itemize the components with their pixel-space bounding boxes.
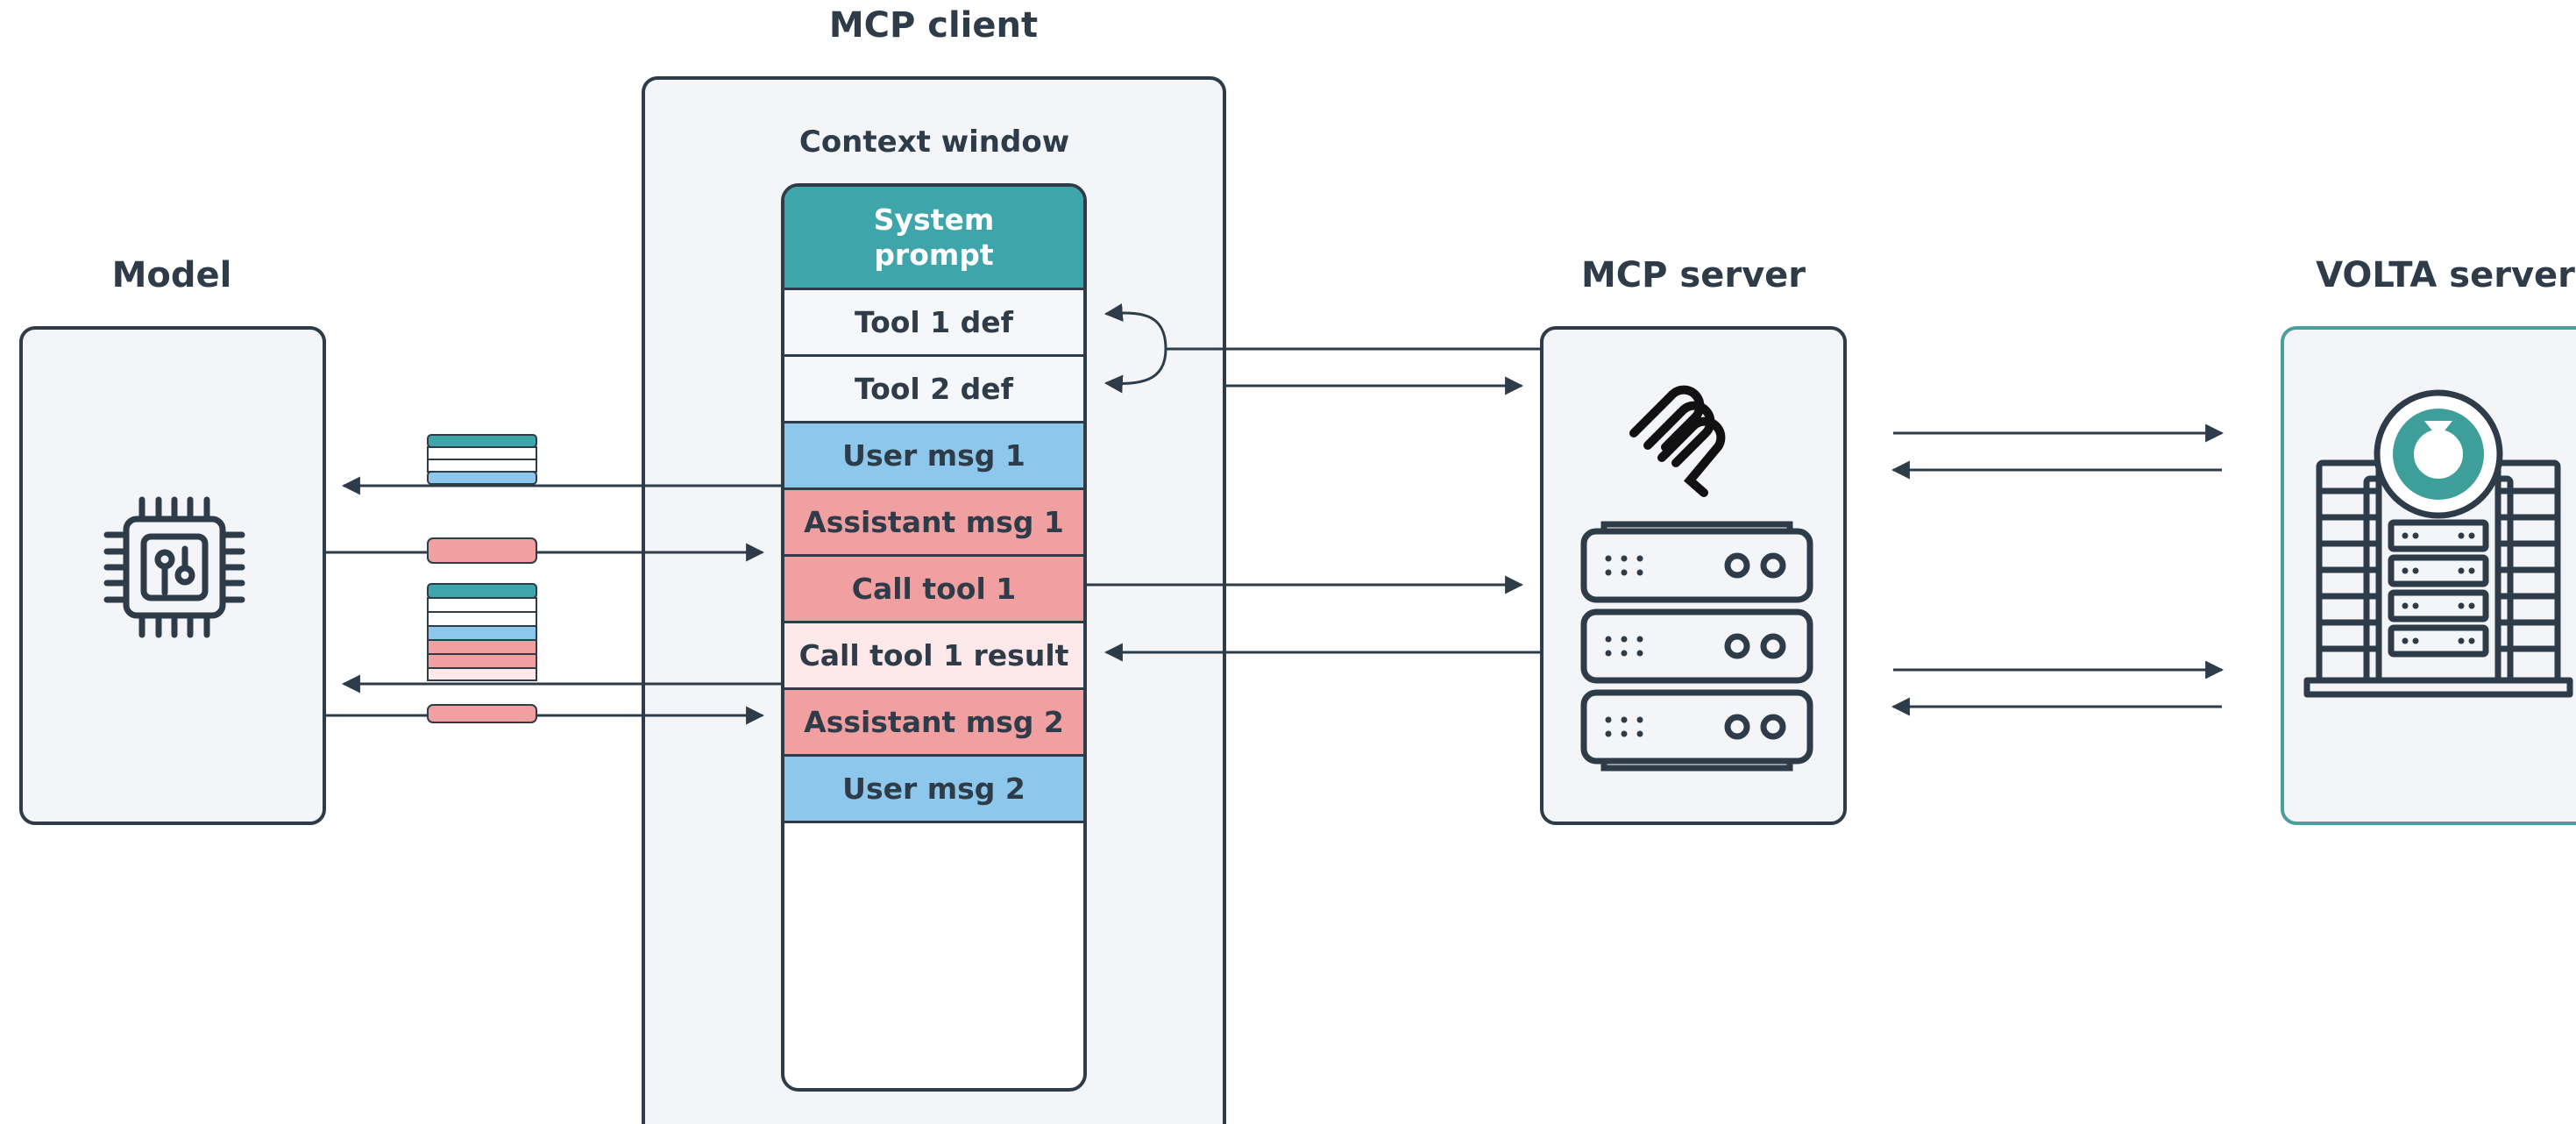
arrow-tool-def-2 bbox=[1103, 348, 1167, 394]
context-window-title: Context window bbox=[798, 124, 1070, 160]
prompt-chip-stack-2 bbox=[427, 583, 537, 681]
context-row-call-tool-1-result: Call tool 1 result bbox=[784, 623, 1083, 690]
context-row-assistant-msg-2: Assistant msg 2 bbox=[784, 690, 1083, 757]
context-row-system-prompt: System prompt bbox=[784, 187, 1083, 290]
context-row-call-tool-1: Call tool 1 bbox=[784, 557, 1083, 623]
context-row-user-msg-2: User msg 2 bbox=[784, 757, 1083, 823]
prompt-chip-stack-1 bbox=[427, 434, 537, 485]
chip-icon bbox=[103, 496, 245, 638]
mcp-server-title: MCP server bbox=[1581, 255, 1806, 295]
assistant-chip-1 bbox=[427, 537, 537, 564]
volta-server-icon bbox=[2303, 389, 2573, 698]
context-row-tool-1-def: Tool 1 def bbox=[784, 290, 1083, 357]
server-rack-icon bbox=[1580, 521, 1813, 772]
model-title: Model bbox=[111, 255, 232, 295]
context-row-tool-2-def: Tool 2 def bbox=[784, 357, 1083, 423]
mcp-client-title: MCP client bbox=[828, 5, 1039, 46]
mcp-logo-icon bbox=[1629, 385, 1726, 497]
arrow-tool-def-1 bbox=[1103, 303, 1540, 351]
context-row-user-msg-1: User msg 1 bbox=[784, 423, 1083, 490]
assistant-chip-2 bbox=[427, 704, 537, 723]
context-row-assistant-msg-1: Assistant msg 1 bbox=[784, 490, 1083, 557]
volta-server-title: VOLTA server bbox=[2316, 255, 2575, 295]
model-panel bbox=[19, 326, 326, 825]
